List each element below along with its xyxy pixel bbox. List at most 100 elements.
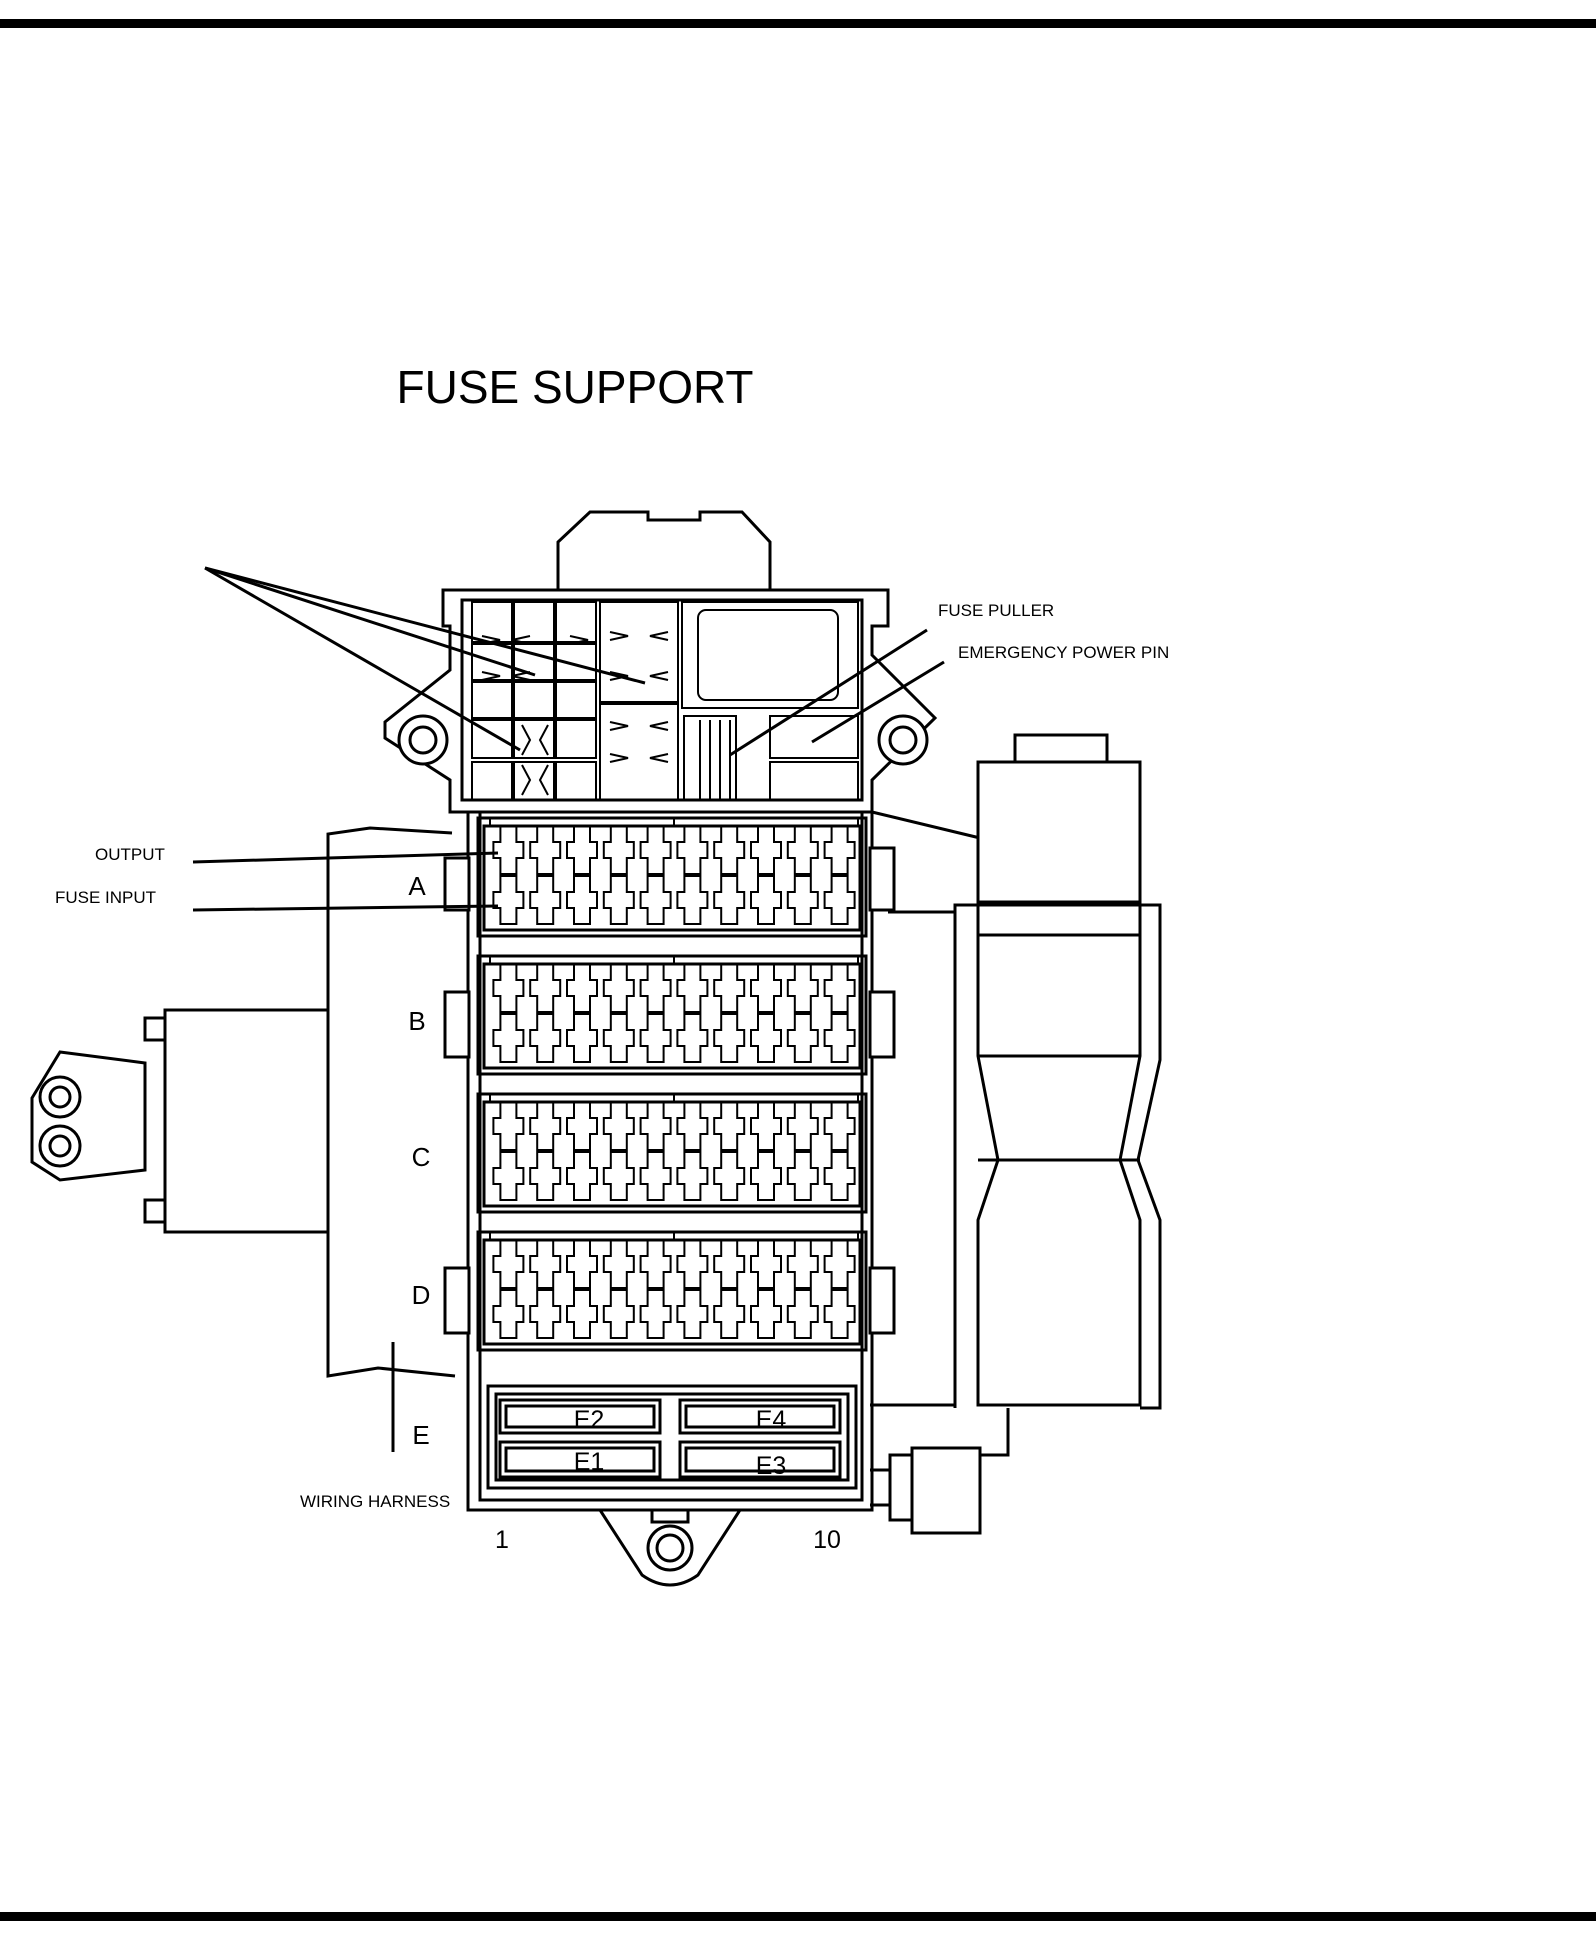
fuse-socket-d-1-6 (676, 1239, 709, 1289)
fuse-socket-b-1-7 (713, 963, 746, 1013)
fuse-socket-b-1-5 (639, 963, 672, 1013)
fuse-socket-c-2-2 (529, 1151, 562, 1201)
fuse-socket-b-2-2 (529, 1013, 562, 1063)
fuse-socket-a-1-5 (639, 825, 672, 875)
fuse-socket-a-1-8 (750, 825, 782, 875)
fuse-socket-d-2-7 (713, 1289, 746, 1339)
fuse-socket-c-1-4 (602, 1101, 635, 1151)
fuse-socket-c-2-4 (602, 1151, 635, 1201)
fuse-socket-b-1-6 (676, 963, 709, 1013)
fuse-row-e: E2 E4 E1 E3 (486, 1384, 858, 1490)
fuse-socket-d-2-4 (602, 1289, 635, 1339)
top-rule (0, 19, 1596, 28)
fuse-socket-a-1-9 (786, 825, 819, 875)
fuse-row-frame (476, 954, 868, 1076)
fuse-socket-a-1-2 (529, 825, 562, 875)
fuse-rows (476, 816, 868, 1352)
fuse-socket-a-1-4 (602, 825, 635, 875)
fuse-row-inner-frame (482, 1238, 862, 1346)
fuse-socket-b-2-3 (566, 1013, 598, 1063)
fuse-puller-slot (681, 601, 859, 801)
row-label-a: A (408, 871, 426, 901)
fuse-socket-b-2-8 (750, 1013, 782, 1063)
callout-leaders (192, 566, 945, 912)
diagram-title: FUSE SUPPORT (397, 361, 754, 413)
fuse-row-a (476, 816, 868, 938)
fuse-socket-b-2-1 (492, 1013, 525, 1063)
fuse-socket-d-1-1 (492, 1239, 525, 1289)
fuse-socket-c-2-8 (750, 1151, 782, 1201)
left-harness-assembly (30, 826, 456, 1452)
row-label-c: C (412, 1142, 431, 1172)
fuse-socket-d-2-8 (750, 1289, 782, 1339)
fuse-socket-c-2-5 (639, 1151, 672, 1201)
fuse-socket-d-1-2 (529, 1239, 562, 1289)
fuse-socket-c-1-7 (713, 1101, 746, 1151)
row-label-d: D (412, 1280, 431, 1310)
fuse-socket-a-1-10 (823, 825, 856, 875)
fuse-socket-b-1-3 (566, 963, 598, 1013)
fuse-socket-a-1-1 (492, 825, 525, 875)
fuse-socket-c-2-9 (786, 1151, 819, 1201)
fuse-socket-d-1-5 (639, 1239, 672, 1289)
fuse-socket-a-2-10 (823, 875, 856, 925)
bottom-rule (0, 1912, 1596, 1921)
fuse-socket-b-1-10 (823, 963, 856, 1013)
left-mount-hole (397, 714, 449, 766)
row-label-b: B (408, 1006, 425, 1036)
fuse-e2-label: E2 (574, 1406, 605, 1434)
fuse-socket-c-1-9 (786, 1101, 819, 1151)
fuse-puller-label: FUSE PULLER (938, 601, 1054, 620)
fuse-socket-c-2-1 (492, 1151, 525, 1201)
fuse-socket-a-2-6 (676, 875, 709, 925)
fuse-socket-c-1-1 (492, 1101, 525, 1151)
output-label: OUTPUT (95, 845, 165, 864)
fuse-socket-a-1-6 (676, 825, 709, 875)
fuse-socket-b-1-2 (529, 963, 562, 1013)
fuse-socket-c-1-10 (823, 1101, 856, 1151)
relay-cells-left (471, 601, 597, 801)
fuse-socket-a-2-2 (529, 875, 562, 925)
fuse-row-d (476, 1230, 868, 1352)
fuse-row-c (476, 1092, 868, 1214)
fuse-socket-d-2-1 (492, 1289, 525, 1339)
right-mount-hole (877, 714, 929, 766)
fuse-socket-b-1-1 (492, 963, 525, 1013)
fuse-socket-c-2-7 (713, 1151, 746, 1201)
wiring-harness-label: WIRING HARNESS (300, 1492, 450, 1511)
fuse-socket-c-2-3 (566, 1151, 598, 1201)
fuse-socket-b-2-5 (639, 1013, 672, 1063)
fuse-socket-b-2-6 (676, 1013, 709, 1063)
fuse-socket-a-2-8 (750, 875, 782, 925)
fuse-socket-a-2-9 (786, 875, 819, 925)
fuse-socket-d-1-3 (566, 1239, 598, 1289)
fuse-socket-d-1-4 (602, 1239, 635, 1289)
bottom-mount-tab (597, 1508, 743, 1587)
fuse-socket-b-2-10 (823, 1013, 856, 1063)
fuse-input-label: FUSE INPUT (55, 888, 156, 907)
fuse-row-inner-frame (482, 824, 862, 932)
fuse-socket-c-2-6 (676, 1151, 709, 1201)
fuse-row-frame (476, 1230, 868, 1352)
fuse-socket-b-2-9 (786, 1013, 819, 1063)
relay-cells-middle (599, 601, 679, 801)
fuse-socket-c-1-3 (566, 1101, 598, 1151)
right-connector-assembly (870, 733, 1162, 1535)
fuse-socket-b-1-8 (750, 963, 782, 1013)
fuse-socket-a-2-4 (602, 875, 635, 925)
fuse-row-inner-frame (482, 962, 862, 1070)
fuse-row-inner-frame (482, 1100, 862, 1208)
emergency-power-pin-label: EMERGENCY POWER PIN (958, 643, 1169, 662)
fuse-socket-d-2-2 (529, 1289, 562, 1339)
row-label-e: E (412, 1420, 429, 1450)
fuse-socket-d-2-9 (786, 1289, 819, 1339)
fuse-e4-label: E4 (756, 1406, 787, 1434)
fuse-socket-a-2-5 (639, 875, 672, 925)
fuse-row-b (476, 954, 868, 1076)
fuse-socket-b-2-4 (602, 1013, 635, 1063)
fuse-e3-label: E3 (756, 1452, 787, 1480)
fuse-socket-d-1-9 (786, 1239, 819, 1289)
fuse-socket-b-1-4 (602, 963, 635, 1013)
fuse-socket-c-1-8 (750, 1101, 782, 1151)
